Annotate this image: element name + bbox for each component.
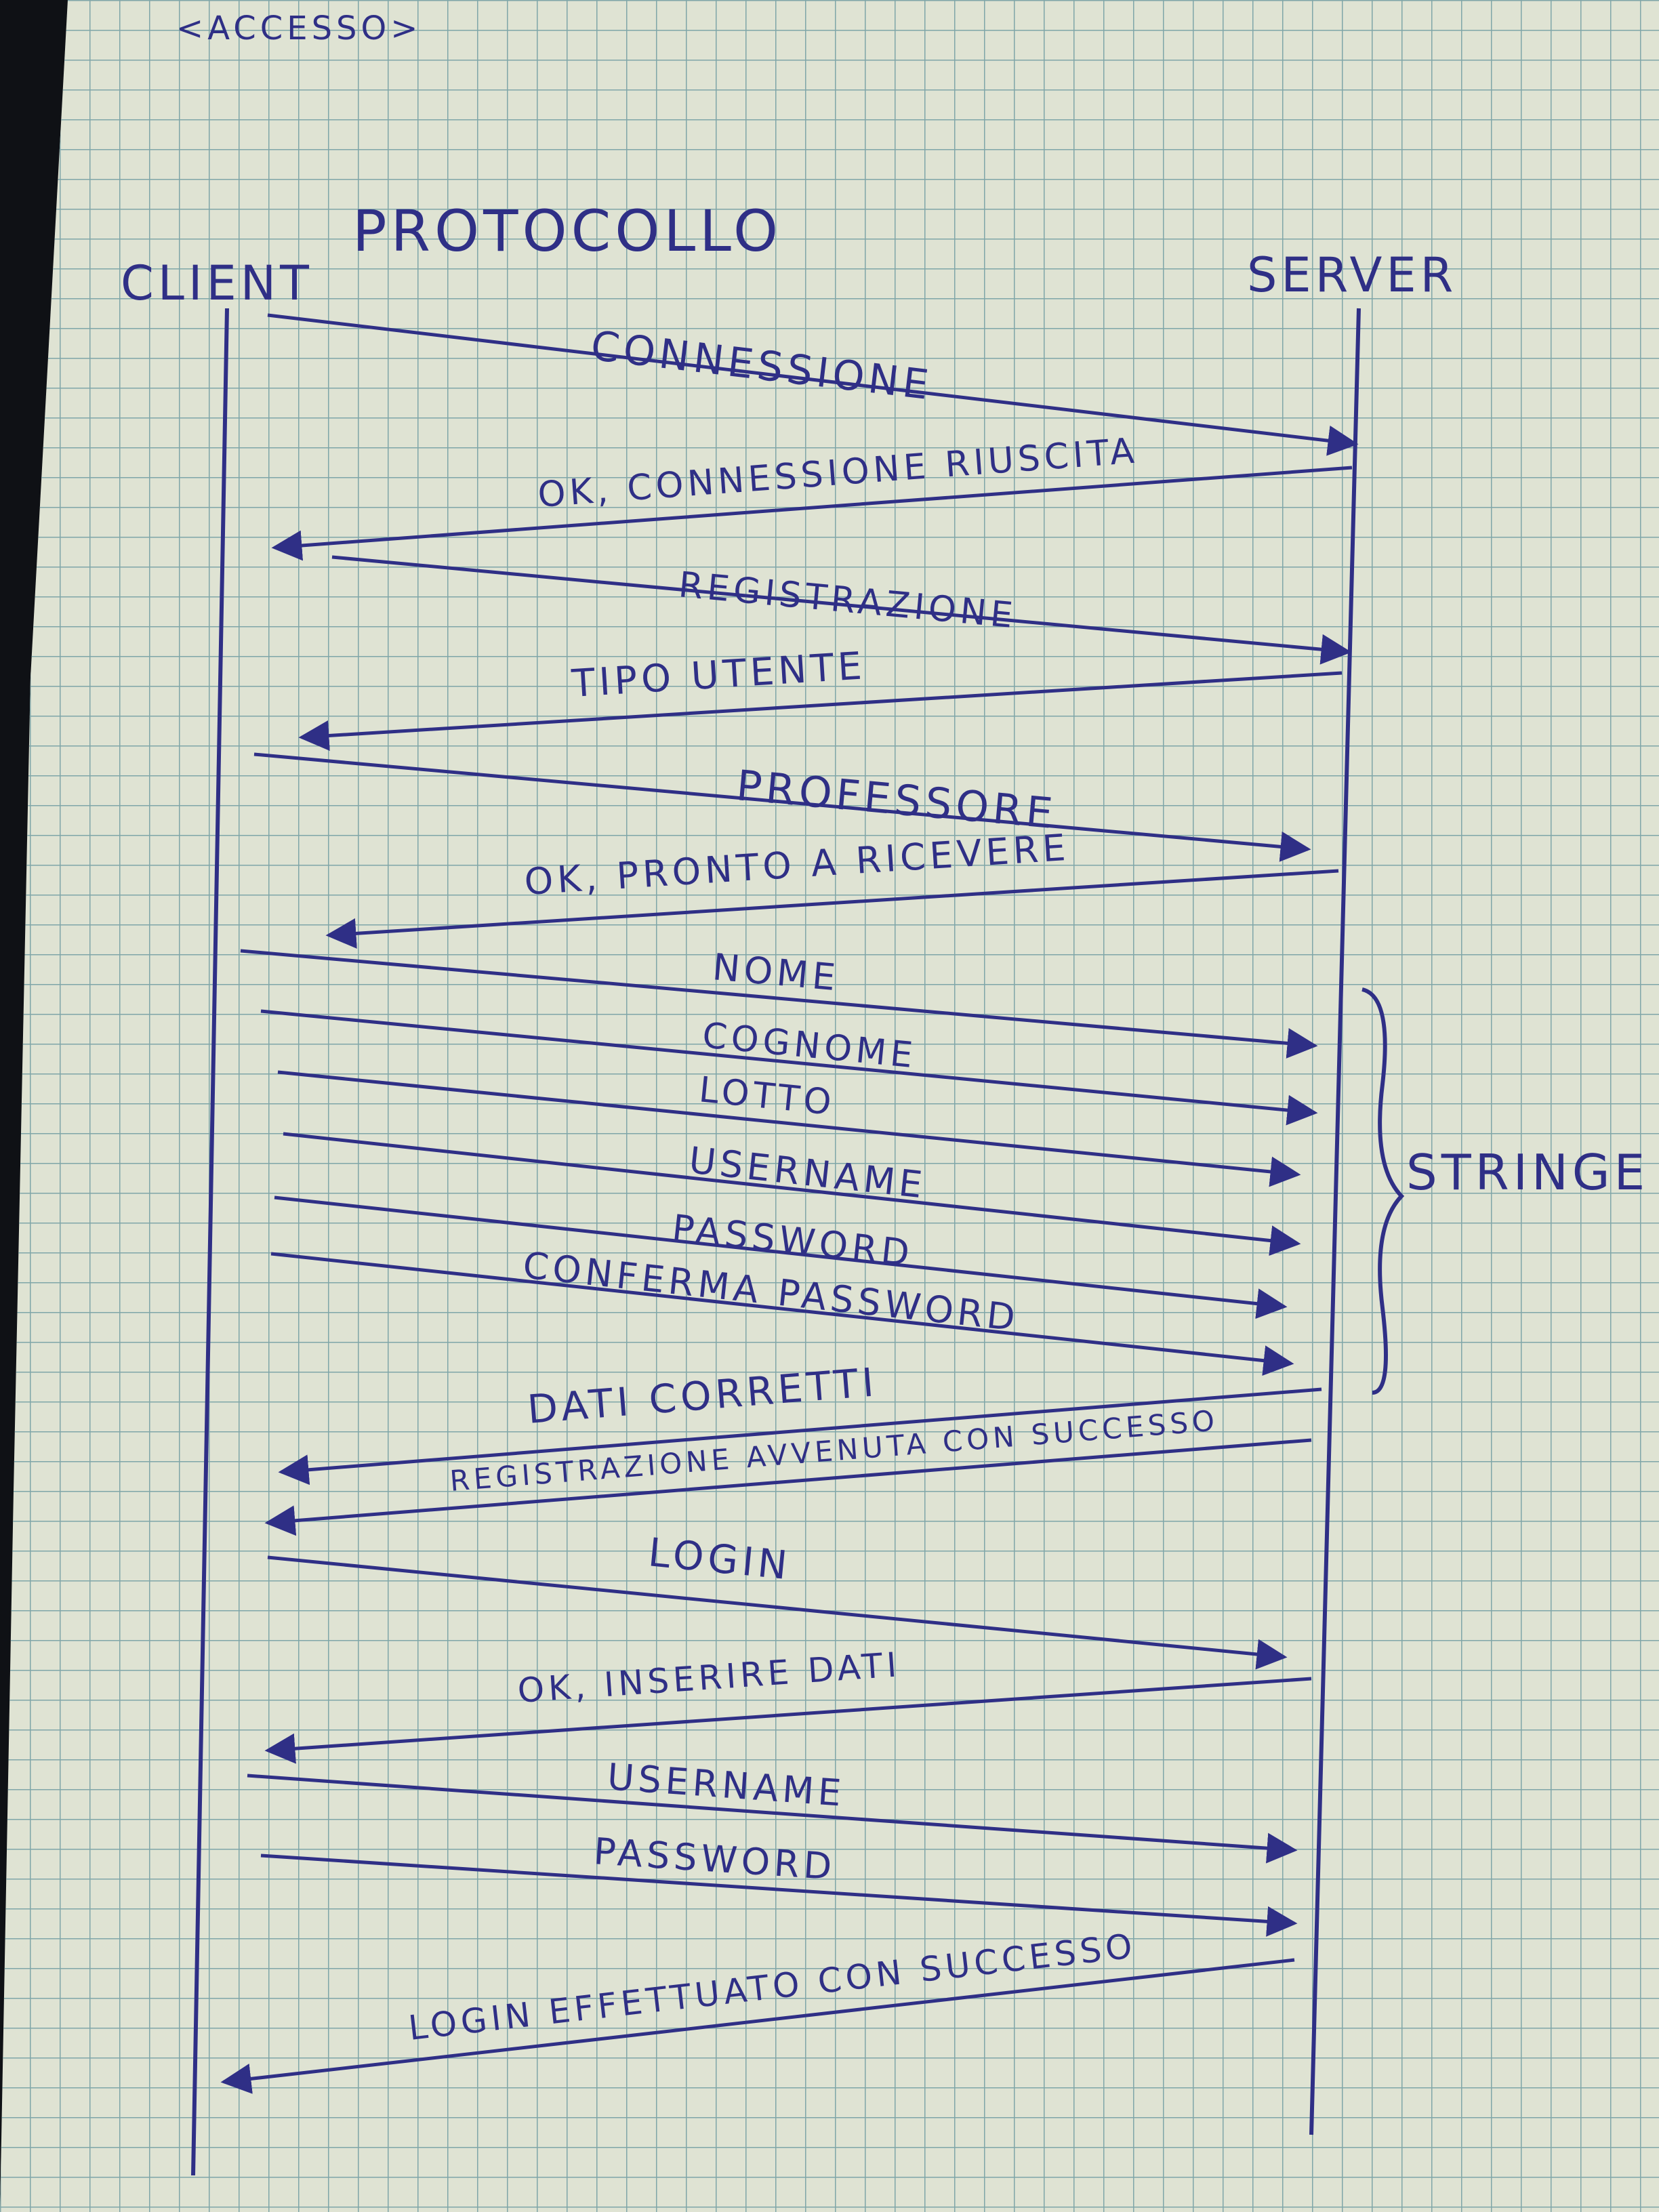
- message-arrow: [240, 949, 1318, 1059]
- client-lifeline: [191, 308, 229, 2176]
- strings-brace: [1361, 987, 1405, 1395]
- message-arrow: [277, 1070, 1301, 1187]
- brace-label: STRINGE: [1406, 1144, 1649, 1201]
- participant-server: SERVER: [1247, 247, 1457, 303]
- message-arrow: [247, 1774, 1298, 1864]
- message-arrow: [267, 313, 1359, 456]
- message-arrow: [325, 869, 1339, 949]
- message-arrow: [271, 466, 1353, 561]
- message-arrow: [253, 752, 1311, 862]
- message-arrow: [267, 1555, 1288, 1670]
- message-arrow: [260, 1009, 1318, 1126]
- message-arrow: [298, 671, 1343, 751]
- server-lifeline: [1309, 308, 1361, 2135]
- message-arrow: [264, 1438, 1312, 1536]
- message-arrow: [331, 555, 1352, 665]
- message-arrow: [278, 1387, 1322, 1486]
- diagram-title: PROTOCOLLO: [352, 198, 782, 264]
- message-arrow: [274, 1195, 1288, 1319]
- message-arrow: [270, 1252, 1294, 1376]
- message-arrow: [283, 1132, 1301, 1256]
- message-arrow: [264, 1677, 1312, 1764]
- participant-client: CLIENT: [121, 255, 313, 311]
- header-tag: <ACCESSO>: [176, 9, 422, 47]
- message-arrow: [260, 1853, 1298, 1937]
- message-arrow: [220, 1958, 1295, 2094]
